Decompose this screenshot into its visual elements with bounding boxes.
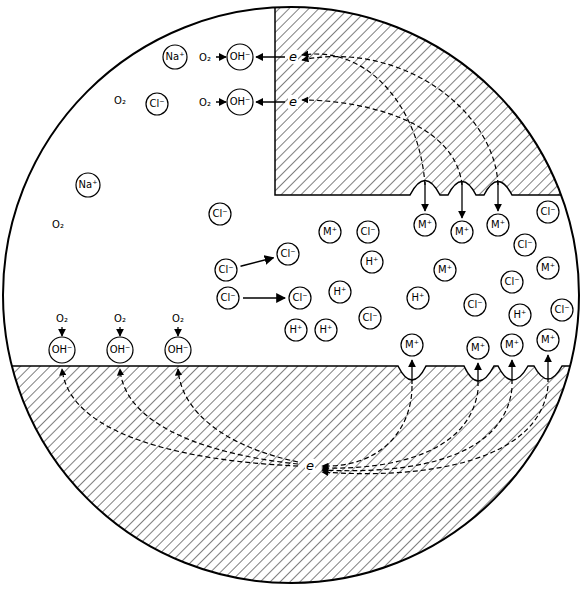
ion-symbol: Cl⁻: [220, 293, 235, 303]
ion-symbol: Na⁺: [79, 180, 98, 190]
ion-circle: OH⁻: [164, 336, 192, 364]
ion-symbol: OH⁻: [230, 52, 251, 62]
oxygen-label: O₂: [113, 95, 127, 106]
ion-circle: Na⁺: [75, 172, 101, 198]
ion-circle: OH⁻: [226, 88, 254, 116]
ion-circle: M⁺: [536, 256, 560, 280]
ion-symbol: M⁺: [491, 220, 505, 230]
ion-symbol: OH⁻: [168, 345, 189, 355]
ion-circle: Cl⁻: [145, 92, 169, 116]
ion-circle: M⁺: [400, 333, 424, 357]
ion-symbol: H⁺: [334, 287, 347, 297]
ion-circle: Cl⁻: [216, 286, 240, 310]
ion-symbol: M⁺: [455, 227, 469, 237]
electron-label: e: [288, 50, 298, 64]
oxygen-label: O₂: [198, 52, 212, 63]
oxygen-label: O₂: [51, 219, 65, 230]
ion-symbol: H⁺: [412, 293, 425, 303]
oxygen-label: O₂: [55, 313, 69, 324]
reaction-arrows: [62, 57, 548, 386]
ion-circle: OH⁻: [106, 336, 134, 364]
ion-circle: M⁺: [466, 336, 490, 360]
ion-circle: H⁺: [360, 250, 384, 274]
ion-symbol: M⁺: [471, 343, 485, 353]
ion-circle: OH⁻: [48, 336, 76, 364]
ion-circle: Cl⁻: [358, 306, 382, 330]
ion-circle: M⁺: [536, 328, 560, 352]
ion-circle: M⁺: [450, 220, 474, 244]
ion-circle: Cl⁻: [288, 286, 312, 310]
ion-symbol: Cl⁻: [362, 313, 377, 323]
ion-symbol: M⁺: [505, 340, 519, 350]
ion-circle: M⁺: [318, 220, 342, 244]
ion-symbol: Cl⁻: [504, 277, 519, 287]
ion-circle: Cl⁻: [276, 242, 300, 266]
ion-symbol: Cl⁻: [149, 99, 164, 109]
oxygen-label: O₂: [198, 97, 212, 108]
ion-circle: OH⁻: [226, 43, 254, 71]
electron-label: e: [305, 459, 315, 473]
ion-symbol: OH⁻: [110, 345, 131, 355]
ion-symbol: Cl⁻: [540, 207, 555, 217]
ion-symbol: Cl⁻: [467, 300, 482, 310]
ion-circle: M⁺: [500, 333, 524, 357]
ion-symbol: H⁺: [290, 325, 303, 335]
electron-label: e: [288, 95, 298, 109]
oxygen-label: O₂: [171, 313, 185, 324]
ion-circle: M⁺: [413, 213, 437, 237]
ion-circle: Cl⁻: [536, 200, 560, 224]
ion-circle: M⁺: [433, 258, 457, 282]
ion-symbol: M⁺: [418, 220, 432, 230]
ion-symbol: Cl⁻: [280, 249, 295, 259]
ion-symbol: H⁺: [366, 257, 379, 267]
ion-circle: Na⁺: [162, 44, 188, 70]
ion-symbol: Cl⁻: [212, 209, 227, 219]
ion-circle: Cl⁻: [513, 233, 537, 257]
ion-symbol: Cl⁻: [292, 293, 307, 303]
ion-symbol: M⁺: [323, 227, 337, 237]
ion-symbol: Na⁺: [166, 52, 185, 62]
ion-circle: Cl⁻: [463, 293, 487, 317]
ion-symbol: H⁺: [320, 325, 333, 335]
oxygen-label: O₂: [113, 313, 127, 324]
ion-circle: H⁺: [284, 318, 308, 342]
upper-metal: [275, 0, 582, 195]
ion-symbol: OH⁻: [52, 345, 73, 355]
ion-symbol: Cl⁻: [360, 227, 375, 237]
ion-symbol: M⁺: [405, 340, 419, 350]
ion-circle: Cl⁻: [356, 220, 380, 244]
migration-arrow: [243, 297, 285, 298]
ion-circle: Cl⁻: [214, 258, 238, 282]
ion-symbol: H⁺: [514, 310, 527, 320]
migration-arrow: [241, 258, 274, 267]
ion-symbol: Cl⁻: [517, 240, 532, 250]
ion-symbol: Cl⁻: [554, 305, 569, 315]
ion-symbol: M⁺: [541, 335, 555, 345]
ion-circle: H⁺: [508, 303, 532, 327]
ion-symbol: M⁺: [438, 265, 452, 275]
ion-circle: Cl⁻: [208, 202, 232, 226]
ion-circle: H⁺: [328, 280, 352, 304]
lower-metal: [0, 366, 582, 590]
ion-circle: Cl⁻: [500, 270, 524, 294]
ion-symbol: M⁺: [541, 263, 555, 273]
ion-circle: M⁺: [486, 213, 510, 237]
ion-circle: H⁺: [406, 286, 430, 310]
ion-symbol: Cl⁻: [218, 265, 233, 275]
view-circle: [3, 7, 579, 583]
ion-circle: H⁺: [314, 318, 338, 342]
ion-symbol: OH⁻: [230, 97, 251, 107]
electron-paths: [62, 54, 548, 474]
ion-circle: Cl⁻: [550, 298, 574, 322]
